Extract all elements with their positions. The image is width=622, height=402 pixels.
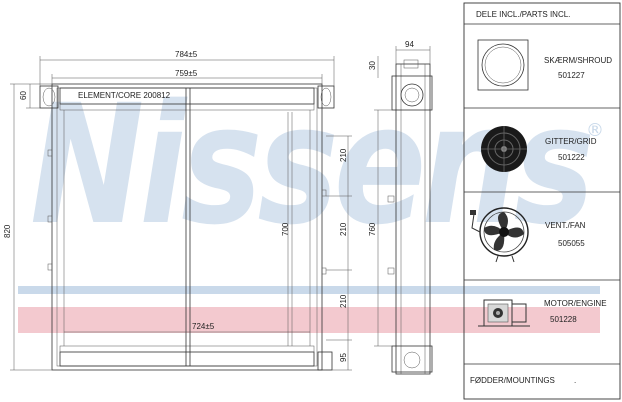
dim-top-offset: 60 [19,91,28,100]
dim-depth-top: 30 [368,61,377,70]
shroud-icon [477,39,529,91]
part-number-motor: 501228 [550,315,577,324]
side-view: 94 30 760 [368,40,433,375]
mount-tab [47,149,53,157]
dim-overall-width: 784±5 [175,50,198,59]
inlet-pipe-right-opening [320,87,332,107]
parts-panel-border [463,2,621,400]
dim-height-core: 700 [281,222,290,236]
inlet-pipe-left [39,85,59,109]
dim-depth: 94 [405,40,414,49]
mount-tab [321,189,327,197]
fan-icon [470,207,529,263]
bottom-tank [59,351,315,367]
element-core-label: ELEMENT/CORE 200812 [78,91,171,100]
inlet-pipe-opening [42,87,56,107]
front-view: ELEMENT/CORE 200812 784±5 759±5 724±5 82… [3,50,352,371]
radiator-frame [51,83,323,371]
dim-seg-top: 210 [339,148,348,162]
side-inlet-inner [404,87,420,103]
watermark-red-band [18,307,600,333]
part-name-fan: VENT./FAN [545,221,586,230]
side-cap [403,59,419,69]
watermark-blue-band [18,286,600,294]
watermark-registered: ® [586,120,604,141]
parts-panel: DELE INCL./PARTS INCL. SKÆRM/SHROUD 5012… [463,2,621,400]
bottom-tank-lip [59,345,315,353]
part-number-grid: 501222 [558,153,585,162]
dim-inner-width: 759±5 [175,69,198,78]
motor-icon [478,299,530,327]
side-bottom-tank [391,345,433,373]
mountings-mark: . [574,376,576,385]
mount-tab [321,267,327,275]
mount-tab [47,215,53,223]
side-inlet-circle [400,83,424,107]
outlet-pipe-right [317,351,333,371]
side-body [395,63,431,375]
inlet-pipe-right [317,85,335,109]
dim-seg-mid: 210 [339,222,348,236]
part-name-grid: GITTER/GRID [545,137,597,146]
side-mount [387,267,395,275]
parts-title: DELE INCL./PARTS INCL. [476,10,570,19]
side-outlet-circle [403,351,421,369]
dim-bottom-width: 724±5 [192,322,215,331]
dim-height-overall: 820 [3,224,12,238]
part-name-motor: MOTOR/ENGINE [544,299,607,308]
part-name-shroud: SKÆRM/SHROUD [544,56,612,65]
side-mount [387,195,395,203]
dim-seg-bottom: 210 [339,294,348,308]
dim-height-side: 760 [368,222,377,236]
part-number-fan: 505055 [558,239,585,248]
grid-icon [481,126,527,172]
part-number-shroud: 501227 [558,71,585,80]
mountings-label: FØDDER/MOUNTINGS [470,376,555,385]
watermark: Nissens ® [18,69,604,333]
side-top-tank [391,75,433,111]
dim-bottom-offset: 95 [339,353,348,362]
top-tank-lip [59,103,315,111]
mount-tab [47,263,53,271]
